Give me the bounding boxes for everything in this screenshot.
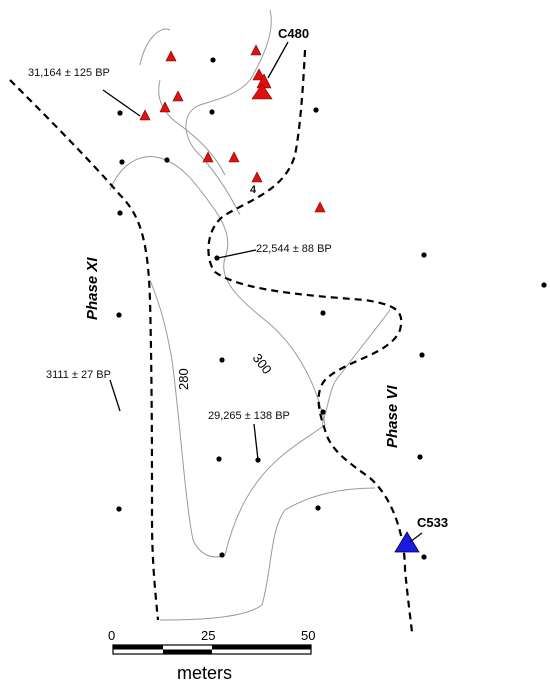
scale-unit: meters xyxy=(177,663,232,683)
scale-bar-segment-1 xyxy=(113,645,163,650)
contour-line-inner xyxy=(158,79,226,176)
boundary-phase-xi xyxy=(9,79,160,621)
contour-label-300: 300 xyxy=(250,351,275,377)
leader-date-3 xyxy=(109,379,121,412)
scale-bar: 0 25 50 meters xyxy=(108,628,315,683)
feature-label-four: 4 xyxy=(250,184,257,196)
survey-point xyxy=(117,110,123,116)
leader-date-2 xyxy=(217,249,257,259)
scale-bar-segment-2 xyxy=(163,649,212,654)
contour-line-upper xyxy=(185,9,272,216)
scale-tick-25: 25 xyxy=(201,628,215,643)
feature-label-c533: C533 xyxy=(417,515,448,530)
contour-line-280 xyxy=(109,156,326,558)
phase-label-xi: Phase XI xyxy=(84,257,101,320)
scale-tick-0: 0 xyxy=(108,628,115,643)
survey-point xyxy=(417,454,423,460)
survey-point xyxy=(320,310,326,316)
survey-point xyxy=(219,552,225,558)
survey-point xyxy=(117,210,123,216)
survey-point xyxy=(216,456,222,462)
red-triangle-marker xyxy=(250,44,262,56)
leader-date-1 xyxy=(102,89,141,117)
blue-triangle-marker-c533 xyxy=(394,531,420,553)
date-label-3111: 3111 ± 27 BP xyxy=(46,369,111,381)
contour-line-mid xyxy=(321,309,391,426)
survey-point xyxy=(315,505,321,511)
red-triangle-marker xyxy=(139,109,151,121)
phase-label-vi: Phase VI xyxy=(384,385,401,448)
red-triangle-marker xyxy=(228,151,240,163)
phase-boundaries xyxy=(9,49,414,633)
scale-bar-segment-3 xyxy=(212,645,311,650)
red-triangle-marker xyxy=(251,83,273,100)
leader-lines xyxy=(102,41,423,543)
leader-c533 xyxy=(409,532,423,543)
leader-c480 xyxy=(267,41,289,79)
date-label-31164: 31,164 ± 125 BP xyxy=(28,67,110,79)
artifact-markers-red xyxy=(139,44,326,213)
survey-point xyxy=(541,282,547,288)
scale-tick-50: 50 xyxy=(301,628,315,643)
red-triangle-marker xyxy=(314,201,326,213)
red-triangle-marker xyxy=(252,68,266,81)
survey-point xyxy=(209,109,215,115)
red-triangle-marker xyxy=(165,50,177,62)
survey-point xyxy=(116,312,122,318)
survey-point xyxy=(214,255,220,261)
survey-point xyxy=(164,157,170,163)
red-triangle-marker xyxy=(202,151,214,163)
survey-point xyxy=(119,159,125,165)
leader-date-4 xyxy=(253,423,259,461)
boundary-phase-vi xyxy=(207,49,414,633)
date-label-22544: 22,544 ± 88 BP xyxy=(256,243,332,255)
contour-line-300 xyxy=(139,28,171,66)
survey-point xyxy=(219,357,225,363)
survey-point xyxy=(210,57,216,63)
survey-point xyxy=(419,352,425,358)
contour-label-280: 280 xyxy=(176,368,191,390)
survey-point xyxy=(116,506,122,512)
red-triangle-marker xyxy=(172,90,184,102)
survey-point xyxy=(320,409,326,415)
contour-line-lower xyxy=(159,487,376,621)
date-label-29265: 29,265 ± 138 BP xyxy=(208,410,290,422)
survey-points xyxy=(116,57,547,560)
survey-point xyxy=(313,107,319,113)
survey-point xyxy=(421,252,427,258)
red-triangle-marker xyxy=(251,171,263,183)
contour-lines xyxy=(109,9,391,621)
red-triangle-marker xyxy=(159,101,171,113)
survey-point xyxy=(421,554,427,560)
feature-label-c480: C480 xyxy=(278,26,309,41)
